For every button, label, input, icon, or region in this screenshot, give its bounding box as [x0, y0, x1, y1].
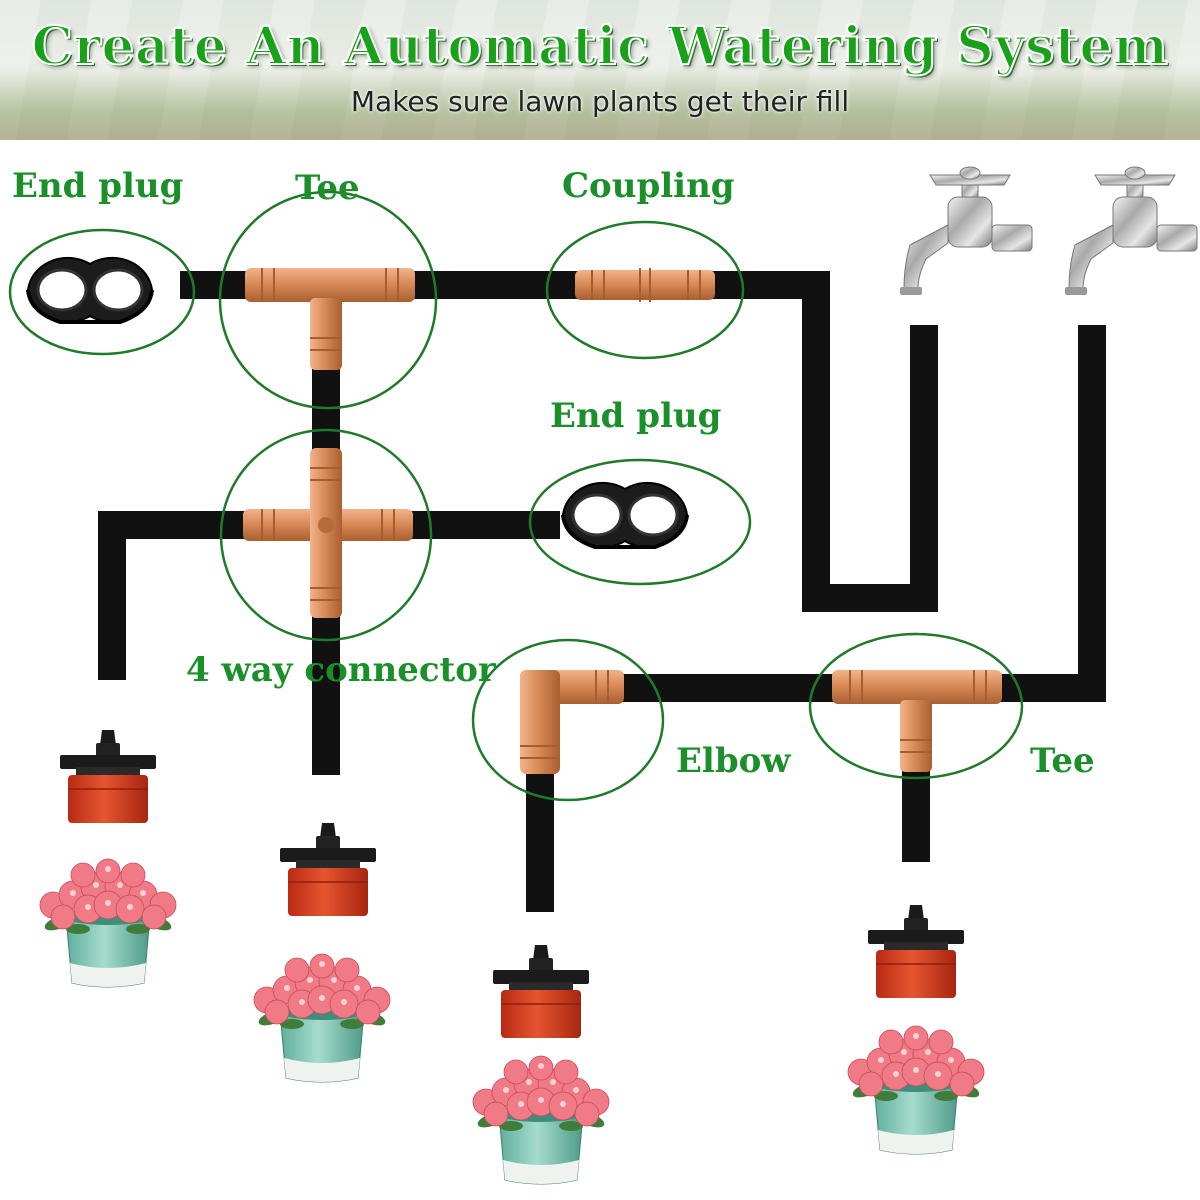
flower-pot-icon-1 — [39, 858, 177, 988]
tubing-network — [98, 271, 1106, 912]
end-plug-icon-top — [26, 255, 154, 325]
dripper-icon-3 — [492, 944, 590, 1039]
end-plug-circle-middle — [528, 458, 752, 586]
label-tee-top: Tee — [295, 168, 360, 208]
coupling-circle — [545, 220, 745, 360]
dripper-icon-1 — [59, 729, 157, 824]
faucet-icon-left — [899, 166, 1033, 296]
end-plug-circle-top — [8, 228, 196, 356]
tee-fitting-icon-top — [245, 268, 415, 370]
label-tee-bottom: Tee — [1030, 741, 1095, 781]
page-subtitle: Makes sure lawn plants get their fill — [350, 85, 850, 118]
tee-circle-bottom — [808, 632, 1024, 780]
flower-pot-icon-4 — [847, 1025, 985, 1155]
label-coupling: Coupling — [562, 166, 735, 206]
tee-fitting-icon-bottom — [832, 670, 1002, 772]
header-banner: Create An Automatic Watering System Make… — [0, 0, 1200, 140]
garden-background — [0, 70, 1200, 140]
flower-pot-icon-2 — [253, 953, 391, 1083]
tee-circle-top — [218, 190, 438, 410]
elbow-fitting-icon — [520, 670, 624, 774]
dripper-icon-4 — [867, 904, 965, 999]
dripper-icon-2 — [279, 822, 377, 917]
four-way-connector-icon — [243, 448, 413, 618]
faucet-icon-right — [1064, 166, 1198, 296]
label-four-way-connector: 4 way connector — [186, 650, 496, 690]
label-end-plug-middle: End plug — [550, 396, 722, 436]
label-elbow: Elbow — [676, 741, 791, 781]
coupling-fitting-icon — [575, 268, 715, 302]
elbow-circle — [471, 638, 665, 802]
end-plug-icon-middle — [561, 480, 689, 550]
label-end-plug-top: End plug — [12, 166, 184, 206]
flower-pot-icon-3 — [472, 1055, 610, 1185]
page-title: Create An Automatic Watering System — [31, 15, 1169, 78]
four-way-circle — [219, 428, 433, 642]
